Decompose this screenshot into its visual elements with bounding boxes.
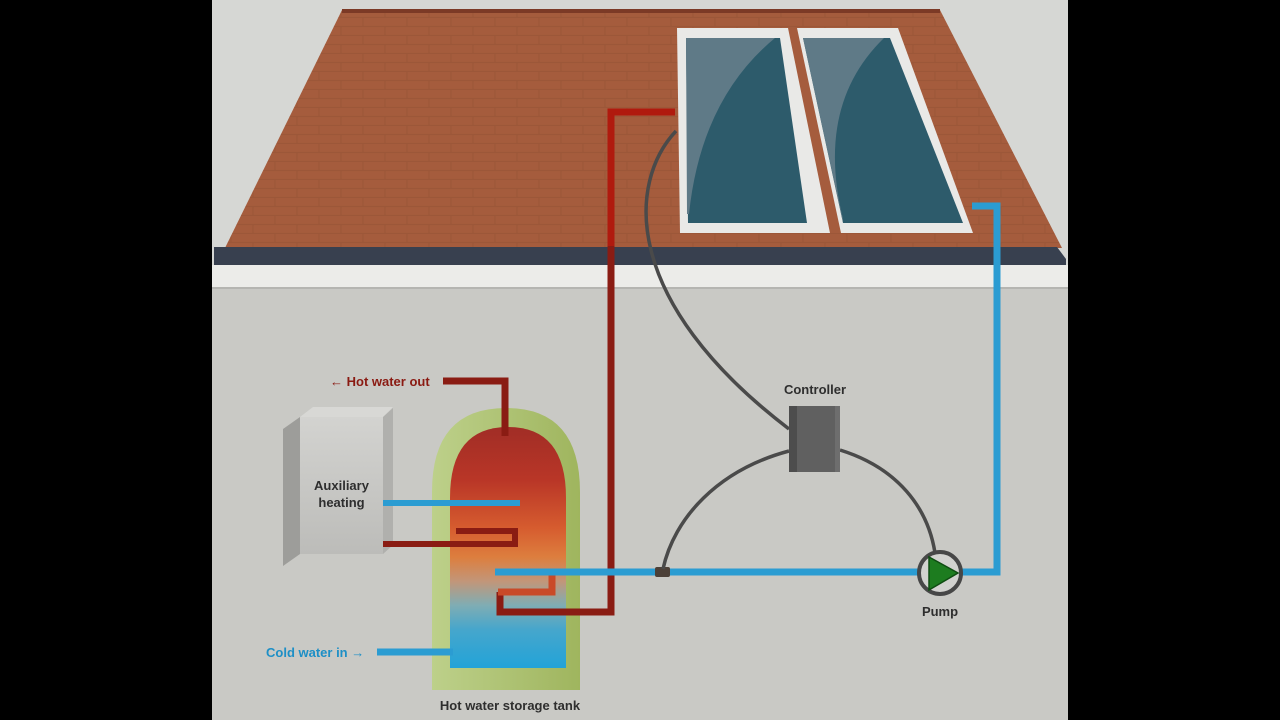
aux-box-top-face (300, 407, 393, 417)
wire-controller-to-pump (839, 448, 937, 554)
auxiliary-heating-label: Auxiliary heating (314, 478, 369, 510)
aux-box-left-face (283, 417, 300, 566)
storage-tank (432, 408, 580, 690)
collector-hot-pipe-down (496, 246, 615, 616)
aux-hot-pipe-coil (383, 528, 518, 547)
solar-collector-panels (677, 28, 973, 233)
aux-box-front-face (300, 417, 383, 554)
collector-hot-pipe-roof (607, 108, 675, 250)
panel-divider (788, 28, 841, 233)
controller-left-edge (789, 406, 797, 472)
wire-collector-to-controller (644, 129, 791, 431)
wall-fascia-strip (212, 265, 1068, 288)
controller-body (789, 406, 840, 472)
pump-label: Pump (921, 604, 959, 619)
pump-loop-cold-pipe (495, 202, 1001, 576)
tank-water-gradient (450, 427, 566, 668)
controller-label: Controller (783, 382, 847, 397)
wall-line (212, 287, 1068, 289)
tank-solar-coil (498, 574, 556, 596)
controller-right-edge (835, 406, 840, 472)
wire-controller-to-sensor (661, 449, 790, 570)
controller-wires (644, 129, 937, 570)
pump (917, 550, 963, 596)
pump-triangle-icon (928, 555, 960, 592)
hot-water-out-label: ← Hot water out (330, 374, 430, 389)
aux-box-right-face (383, 408, 393, 554)
storage-tank-label: Hot water storage tank (439, 698, 581, 713)
controller-box (789, 406, 840, 472)
auxiliary-heater-box (283, 407, 393, 566)
pipes (377, 108, 1001, 656)
panel-reflection-left (686, 38, 775, 214)
roof-eave (214, 247, 1066, 265)
pipe-sensor (655, 567, 670, 577)
cold-water-in-label: Cold water in → (266, 645, 365, 660)
hot-water-out-pipe (443, 377, 509, 436)
panel-reflection-right (803, 38, 884, 222)
